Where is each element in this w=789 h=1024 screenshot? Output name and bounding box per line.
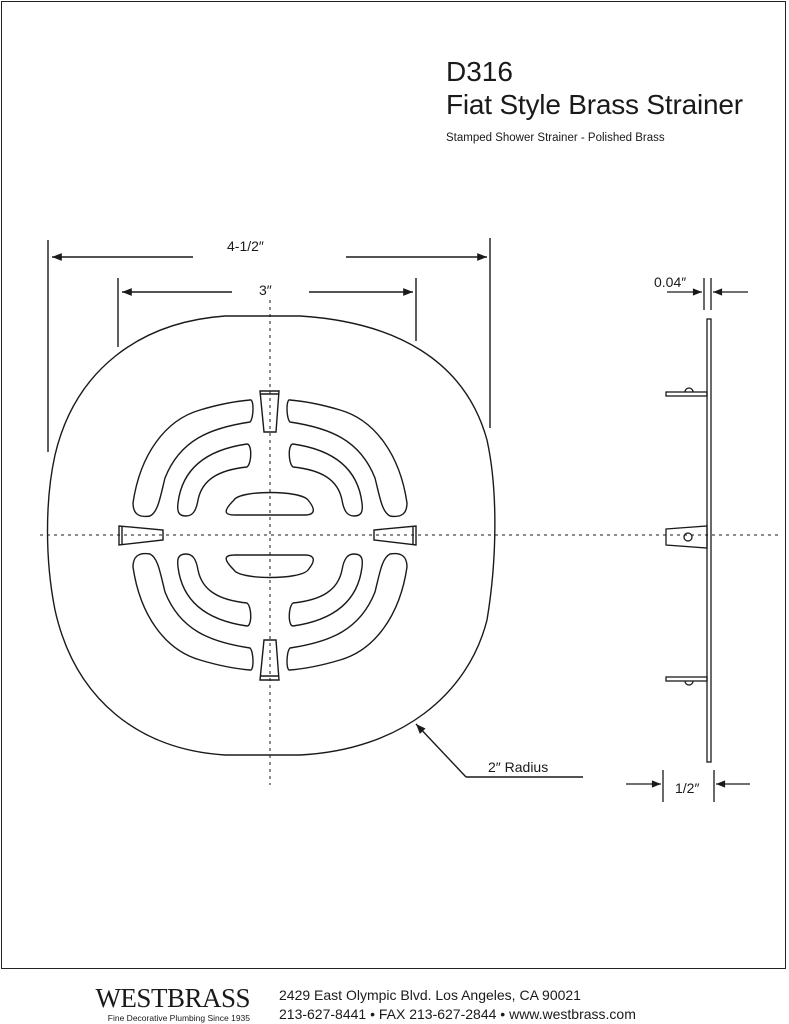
title-block: D316 Fiat Style Brass Strainer Stamped S…	[446, 56, 743, 144]
product-subtitle: Stamped Shower Strainer - Polished Brass	[446, 132, 665, 144]
inner-width-dimension	[117, 278, 417, 347]
mounting-tabs	[118, 390, 417, 681]
strainer-outline	[46, 315, 496, 756]
brand-name: WESTBRASS	[95, 983, 250, 1013]
brand-tagline: Fine Decorative Plumbing Since 1935	[107, 1013, 250, 1023]
brand-logo: WESTBRASS Fine Decorative Plumbing Since…	[56, 984, 250, 1023]
thickness-label: 0.04″	[654, 274, 686, 290]
radius-leader	[415, 723, 583, 778]
depth-label: 1/2″	[675, 780, 699, 796]
address: 2429 East Olympic Blvd. Los Angeles, CA …	[279, 987, 581, 1003]
drain-slots	[132, 399, 408, 671]
contact-block: 2429 East Olympic Blvd. Los Angeles, CA …	[279, 986, 636, 1024]
overall-width-label: 4-1/2″	[227, 238, 264, 254]
front-plan-view	[40, 238, 780, 785]
phone-fax-web: 213-627-8441 • FAX 213-627-2844 • www.we…	[279, 1006, 636, 1022]
overall-width-dimension	[47, 238, 491, 452]
model-number: D316	[446, 56, 513, 87]
drawing-frame	[1, 1, 786, 969]
radius-label: 2″ Radius	[488, 759, 548, 775]
product-name: Fiat Style Brass Strainer	[446, 89, 743, 120]
side-profile-view	[626, 278, 750, 802]
inner-width-label: 3″	[259, 282, 272, 298]
